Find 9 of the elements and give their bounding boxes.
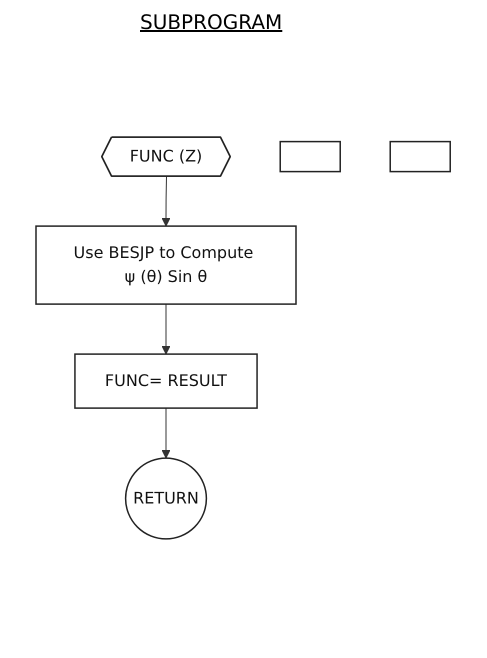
arrow xyxy=(162,408,171,458)
node-box: Use BESJP to Compute ψ (θ) Sin θ xyxy=(36,225,298,305)
node-circle: RETURN xyxy=(125,457,208,540)
arrow xyxy=(162,304,171,354)
diagram-title: SUBPROGRAM xyxy=(140,10,282,34)
arrow xyxy=(162,176,171,226)
node-box xyxy=(280,140,342,172)
node-box xyxy=(390,140,452,172)
node-box: FUNC= RESULT xyxy=(74,353,258,409)
